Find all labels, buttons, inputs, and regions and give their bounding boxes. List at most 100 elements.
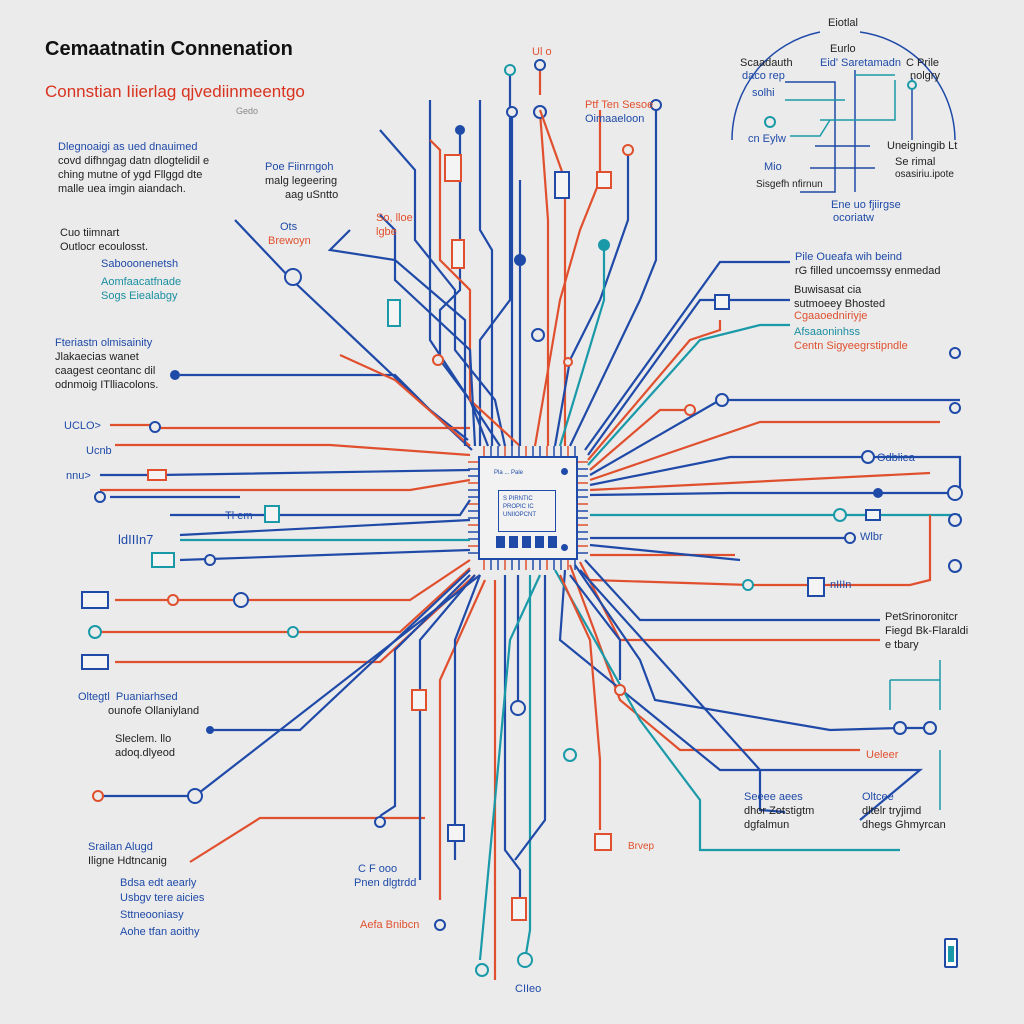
connection-node	[833, 508, 847, 522]
connection-node	[907, 80, 917, 90]
circuit-trace	[584, 559, 880, 622]
pin-label: ldIIIn7	[118, 532, 154, 547]
inset-label: Scaadauth	[740, 57, 793, 69]
connection-node	[948, 559, 962, 573]
circuit-trace	[514, 575, 547, 861]
component-symbol	[865, 509, 881, 521]
chip-pad	[509, 536, 518, 548]
battery-icon	[944, 938, 958, 968]
circuit-trace	[589, 471, 931, 492]
circuit-trace	[790, 119, 831, 137]
connection-node	[764, 116, 776, 128]
connection-node	[684, 404, 696, 416]
component-symbol	[554, 171, 570, 199]
chip-pad	[496, 536, 505, 548]
circuit-trace	[170, 499, 471, 517]
top-label: Ots Brewoyn	[268, 221, 311, 247]
connection-node	[284, 268, 302, 286]
component-symbol	[714, 294, 730, 310]
legend-item: Aomfaacatfnade	[101, 276, 182, 288]
connection-node	[873, 488, 883, 498]
connection-node	[170, 370, 180, 380]
circuit-trace	[820, 80, 896, 121]
connection-node	[514, 254, 526, 266]
pin-label: Wlbr	[860, 531, 883, 543]
circuit-trace	[589, 515, 932, 587]
right-label: Oltcee dltelr tryjimd dhegs Ghmyrcan	[862, 791, 946, 831]
bottom-label: Aefa Bnibcn	[360, 919, 420, 931]
connection-node	[92, 790, 104, 802]
connection-node	[206, 726, 214, 734]
connection-node	[622, 144, 634, 156]
circuit-trace	[589, 543, 741, 562]
top-label: Ul o	[532, 46, 552, 58]
inset-label: Sisgefh nfirnun	[756, 179, 823, 190]
connection-node	[506, 106, 518, 118]
right-label: Afsaaoninhss Centn Sigyeegrstipndle	[794, 326, 908, 352]
connection-node	[510, 700, 526, 716]
circuit-trace	[478, 70, 512, 446]
connection-node	[233, 592, 249, 608]
circuit-trace	[554, 569, 900, 852]
inset-arc	[731, 31, 821, 141]
connection-node	[167, 594, 179, 606]
right-label: Buwisasat cia sutmoeey Bhosted	[794, 284, 886, 310]
circuit-trace	[568, 564, 860, 752]
page-subtitle: Connstian Iiierlag qjvediinmeentgo	[45, 82, 305, 101]
legend-item: Aohe tfan aoithy	[120, 926, 200, 938]
circuit-trace	[584, 260, 790, 451]
circuit-trace	[589, 420, 940, 482]
chip-pad	[522, 536, 531, 548]
chip-text: PROPIC IC	[503, 504, 534, 510]
connection-node	[204, 554, 216, 566]
connection-node	[434, 919, 446, 931]
circuit-trace	[339, 353, 471, 447]
inset-label: daco rep	[742, 70, 785, 82]
legend-item: Bdsa edt aearly	[120, 877, 197, 889]
chip-pad	[548, 536, 557, 548]
pin-label: nIIIn	[830, 579, 852, 591]
connection-node	[949, 402, 961, 414]
connection-node	[923, 721, 937, 735]
component-symbol	[147, 469, 167, 481]
circuit-trace	[210, 569, 471, 732]
right-label: Seeee aees dhor Zotstigtm dgfalmun	[744, 791, 815, 831]
connection-node	[187, 788, 203, 804]
circuit-trace	[418, 574, 476, 880]
inset-label: cn Eylw	[748, 133, 786, 145]
inset-title: Eiotlal	[828, 17, 858, 29]
connection-node	[893, 721, 907, 735]
circuit-trace	[115, 559, 471, 602]
connection-node	[948, 513, 962, 527]
chip-dot	[561, 544, 568, 551]
inset-label: ocoriatw	[833, 212, 874, 224]
connection-node	[149, 421, 161, 433]
circuit-trace	[110, 423, 470, 430]
component-symbol	[807, 577, 825, 597]
component-symbol	[596, 171, 612, 189]
circuit-trace	[587, 320, 722, 461]
connection-node	[455, 125, 465, 135]
bottom-label: CIIeo	[515, 983, 542, 995]
microchip: Pla ... Pale S PIRNTIC PROPIC IC UNIIOPC…	[478, 456, 578, 560]
warning-label: Ueleer	[866, 749, 899, 761]
circuit-trace	[589, 455, 962, 493]
component-symbol	[451, 239, 465, 269]
group-label: Srailan Alugd Iligne Hdtncanig	[88, 841, 167, 867]
circuit-trace	[100, 567, 471, 634]
inset-label: nolgry	[910, 70, 940, 82]
connection-node	[861, 450, 875, 464]
chip-dot	[561, 468, 568, 475]
legend-item: Usbgv tere aicies	[120, 892, 205, 904]
circuit-trace	[553, 150, 630, 447]
inset-label: Eid' Saretamadn	[820, 57, 901, 69]
component-symbol	[81, 654, 109, 670]
group-label: Cuo tiimnart Outlocr ecoulosst.	[60, 227, 149, 253]
circuit-trace	[587, 323, 790, 466]
circuit-trace	[589, 491, 955, 497]
circuit-trace	[100, 478, 471, 492]
circuit-trace	[428, 100, 501, 447]
circuit-trace	[569, 105, 658, 447]
circuit-trace	[574, 564, 935, 732]
